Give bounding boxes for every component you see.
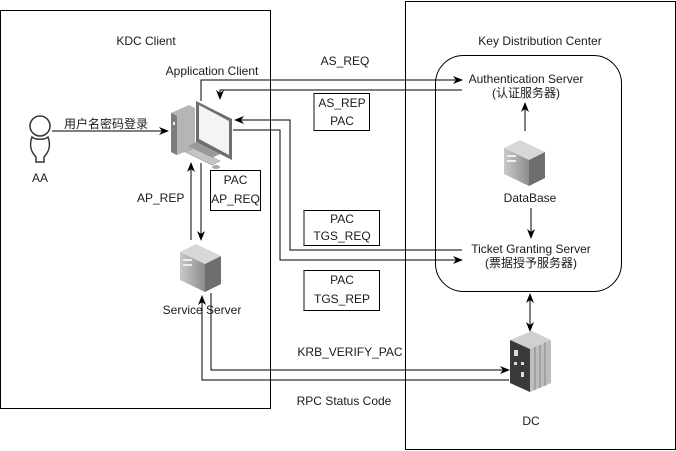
krb-verify-pac-label: KRB_VERIFY_PAC xyxy=(297,345,403,359)
ap-rep-label: AP_REP xyxy=(137,191,185,205)
user-icon xyxy=(29,115,51,163)
database-server-icon xyxy=(504,140,545,186)
user-label: AA xyxy=(31,171,49,185)
as-req-arrow xyxy=(200,76,463,101)
dc-label: DC xyxy=(522,414,540,428)
tgs-rep-arrow xyxy=(234,116,462,251)
krb-verify-pac-arrow xyxy=(210,293,510,374)
rpc-status-code-arrow xyxy=(198,295,509,381)
dc-icon xyxy=(510,331,551,392)
ticket-granting-server-line2: (票据授予服务器) xyxy=(484,256,577,270)
authentication-server-line2: (认证服务器) xyxy=(491,86,560,100)
application-client-label: Application Client xyxy=(165,64,259,78)
tgs-req-line1: PAC xyxy=(330,212,354,226)
service-server-label: Service Server xyxy=(162,303,242,317)
as-req-label: AS_REQ xyxy=(320,54,370,68)
as-rep-line1: AS_REP xyxy=(318,96,366,110)
authentication-server-line1: Authentication Server xyxy=(468,72,584,86)
tgs-rep-message-box: PAC TGS_REP xyxy=(303,270,380,311)
kdc-servers-group xyxy=(435,55,622,292)
desktop-computer-icon xyxy=(171,101,232,169)
kdc-title: Key Distribution Center xyxy=(478,34,602,48)
kdc-client-title: KDC Client xyxy=(116,34,176,48)
tgs-rep-line2: TGS_REP xyxy=(313,292,370,306)
as-rep-line2: PAC xyxy=(330,114,354,128)
login-label: 用户名密码登录 xyxy=(64,117,149,131)
as-rep-arrow xyxy=(216,89,462,100)
tgs-req-message-box: PAC TGS_REQ xyxy=(303,210,380,246)
kdc-client-container xyxy=(0,10,271,409)
ap-req-message-box: PAC AP_REQ xyxy=(210,170,261,211)
database-label: DataBase xyxy=(503,191,557,205)
tgs-req-arrow xyxy=(233,129,463,264)
ticket-granting-server-label: Ticket Granting Server (票据授予服务器) xyxy=(471,242,591,270)
tgs-req-line2: TGS_REQ xyxy=(313,229,371,243)
service-server-icon xyxy=(180,244,221,292)
ticket-granting-server-line1: Ticket Granting Server xyxy=(471,242,591,256)
tgs-rep-line1: PAC xyxy=(330,273,354,287)
ap-req-line1: PAC xyxy=(223,173,248,187)
ap-req-line2: AP_REQ xyxy=(211,192,260,206)
authentication-server-label: Authentication Server (认证服务器) xyxy=(469,72,584,100)
rpc-status-code-label: RPC Status Code xyxy=(296,394,392,408)
as-rep-message-box: AS_REP PAC xyxy=(313,93,370,131)
